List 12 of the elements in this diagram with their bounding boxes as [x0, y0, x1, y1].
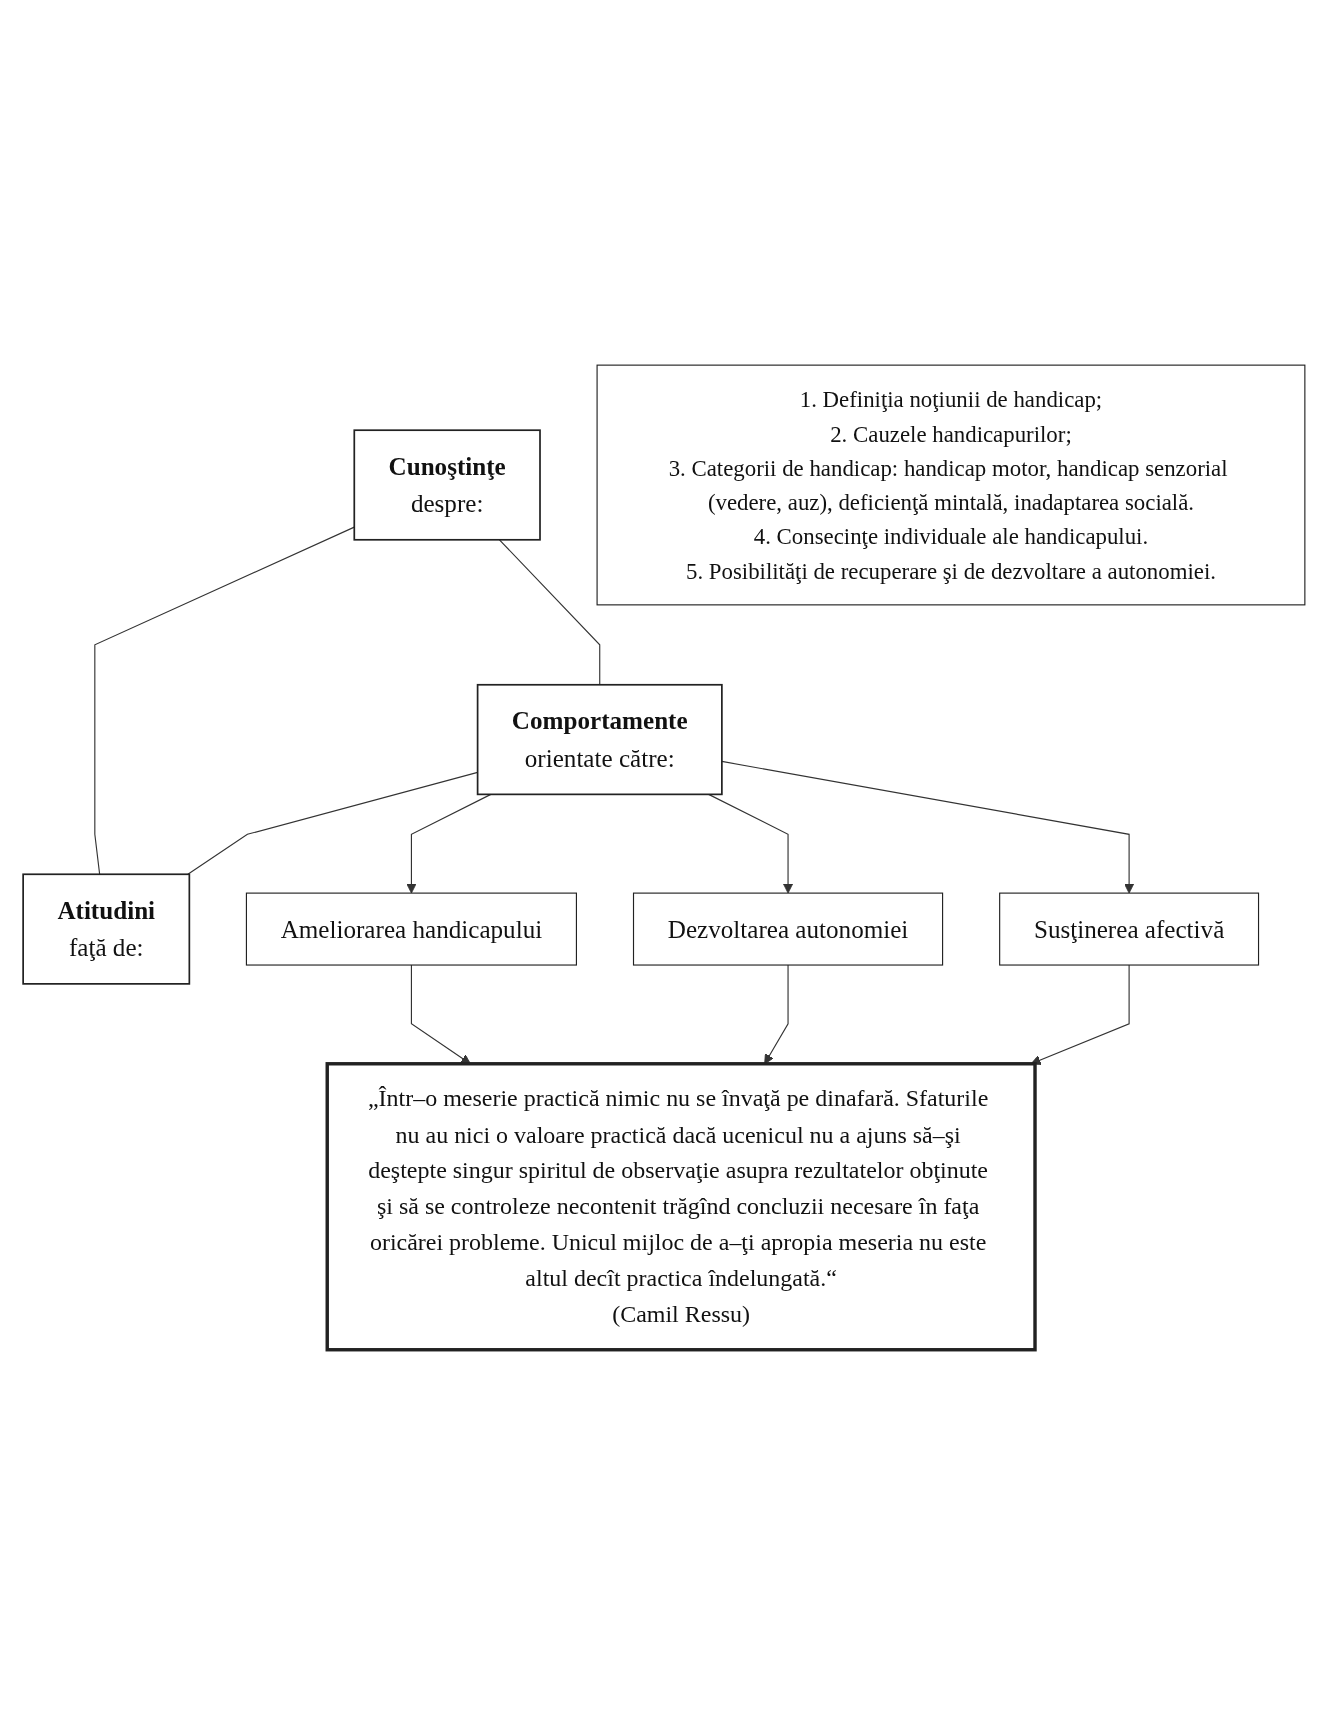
connector — [498, 539, 600, 686]
node-box: „Într–o meserie practică nimic nu se învaţă pe dinafară. Sfaturile nu au nici o valoare practică dacă ucenicul nu a ajuns să–şi deştepte singur spiritul de observaţie asupra rezultatelor obţinute şi să se controleze necontenit trăgînd concluzii necesare în faţa oricărei probleme. Unicul mijloc de a–ţi apropia meseria nu este altul decît practica îndelungată.“ (Camil Ressu) — [325, 1062, 1037, 1352]
arrow — [707, 793, 793, 894]
connector — [186, 771, 478, 875]
arrow — [405, 793, 491, 894]
node-box: Dezvoltarea autonomiei — [632, 892, 943, 966]
node-box: Susţinerea afectivă — [998, 892, 1259, 966]
node-box: Cunoştinţe despre: — [352, 429, 541, 541]
node-box: Comportamente orientate către: — [476, 684, 723, 796]
node-box: Ameliorarea handicapului — [245, 892, 577, 966]
node-box: Atitudini faţă de: — [21, 873, 190, 985]
node-box: 1. Definiţia noţiunii de handicap; 2. Cauzele handicapurilor; 3. Categorii de handicap: handicap motor, handicap senzorial (vedere, auz), deficienţă mintală, inadaptarea socială. 4. Consecinţe individuale ale handicapului. 5. Posibilităţi de recuperare şi de dezvoltare a autonomiei. — [596, 364, 1305, 606]
